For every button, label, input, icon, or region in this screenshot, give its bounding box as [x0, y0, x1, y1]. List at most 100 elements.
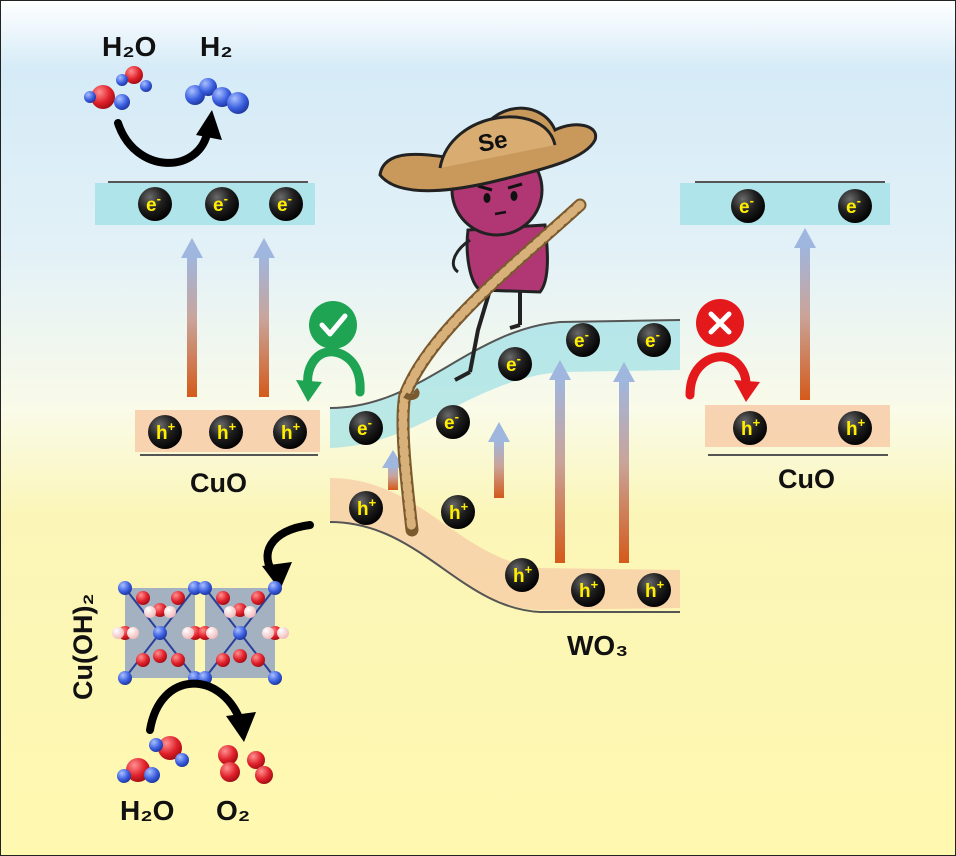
hydrogen-atom: [262, 627, 274, 639]
cuoh2-label: Cu(OH)₂: [68, 594, 98, 700]
hat-crown: [438, 115, 557, 169]
excitation-arrow: [187, 255, 197, 397]
wo3-cb-edge: [329, 319, 681, 409]
excitation-arrow: [619, 380, 629, 563]
hole: h+: [349, 491, 383, 525]
electron: e-: [349, 411, 383, 445]
excitation-arrow: [259, 255, 269, 397]
excitation-arrow: [494, 440, 504, 498]
character-eye: [510, 191, 518, 201]
electrons: e-e-e-e-e-e-e-e-e-e-: [138, 187, 872, 445]
hydrogen-atom: [164, 606, 176, 618]
copper-atom: [268, 581, 282, 595]
rope: [396, 198, 587, 537]
electron: e-: [498, 347, 532, 381]
oxygen-atom: [153, 603, 167, 617]
electron: e-: [269, 187, 303, 221]
oxygen-molecule-bottom: [218, 745, 273, 784]
hole-transfer-arrowhead: [262, 562, 292, 590]
oxygen-evolution-reaction: H₂O O₂: [117, 679, 273, 826]
electron: e-: [731, 189, 765, 223]
cuoh2-crystal-structure: [112, 581, 289, 685]
copper-atom: [118, 581, 132, 595]
hydrogen-atom: [112, 627, 124, 639]
h2o-bottom-label: H₂O: [120, 795, 174, 826]
allowed-transfer-arrow: [303, 347, 365, 397]
h2-top-label: H₂: [200, 31, 233, 62]
excitation-arrowhead: [549, 360, 571, 380]
hydrogen-evolution-reaction: H₂O H₂: [84, 31, 249, 167]
o2-bottom-label: O₂: [216, 795, 250, 826]
electron: e-: [637, 323, 671, 357]
oxygen-atom: [216, 591, 230, 605]
hydrogen-atom: [224, 606, 236, 618]
hole: h+: [209, 415, 243, 449]
h2o-top-label: H₂O: [102, 31, 156, 62]
wo3-label: WO₃: [567, 630, 628, 661]
oxygen-atom: [171, 653, 185, 667]
cross-icon: [708, 311, 732, 335]
character-leg: [468, 289, 492, 373]
excitation-arrow: [388, 465, 398, 490]
oxygen-atom: [171, 591, 185, 605]
excitation-arrow: [555, 378, 565, 563]
blocked-transfer: [685, 299, 760, 402]
wo3-vb-edge: [329, 521, 680, 613]
electron: e-: [838, 189, 872, 223]
water-molecule-top: [84, 66, 152, 110]
excitation-arrowhead: [488, 422, 510, 442]
oxygen-atom: [233, 603, 247, 617]
electron: e-: [436, 405, 470, 439]
hydrogen-atom: [206, 627, 218, 639]
reaction-arrowhead-bottom: [226, 712, 256, 742]
copper-atom: [198, 581, 212, 595]
hole: h+: [733, 411, 767, 445]
blocked-transfer-arrow: [685, 352, 751, 400]
check-badge: [309, 301, 357, 349]
water-molecule-bottom: [117, 736, 189, 783]
hydrogen-atom: [144, 606, 156, 618]
character-eye: [483, 193, 491, 203]
copper-atom: [233, 626, 247, 640]
check-icon: [319, 313, 348, 337]
oxygen-atom: [136, 591, 150, 605]
excitation-arrow: [800, 245, 810, 400]
oxygen-atom: [233, 649, 247, 663]
reaction-arrow-bottom: [146, 679, 244, 734]
cuo-left-label: CuO: [190, 468, 247, 498]
allowed-transfer: [296, 301, 365, 402]
hole: h+: [148, 415, 182, 449]
hole: h+: [838, 411, 872, 445]
hole: h+: [571, 573, 605, 607]
allowed-transfer-arrowhead: [296, 380, 322, 402]
hole: h+: [441, 495, 475, 529]
hydrogen-molecule-top: [185, 78, 249, 114]
electron: e-: [566, 323, 600, 357]
holes: h+ h+ h+ h+ h+ h+ h+ h+ h+ h+: [148, 411, 872, 607]
hydrogen-atom: [182, 627, 194, 639]
excitation-arrowhead: [382, 450, 404, 468]
oxygen-atom: [251, 653, 265, 667]
hydrogen-atom: [277, 627, 289, 639]
copper-atom: [188, 581, 202, 595]
excitation-arrowhead: [613, 362, 635, 382]
excitation-arrowhead: [181, 238, 203, 258]
blocked-transfer-arrowhead: [734, 380, 760, 402]
hole: h+: [273, 415, 307, 449]
hole: h+: [505, 558, 539, 592]
excitation-arrowhead: [253, 238, 275, 258]
hydrogen-atom: [127, 627, 139, 639]
cuo-right-label: CuO: [778, 464, 835, 494]
copper-atom: [153, 626, 167, 640]
reaction-arrowhead-top: [196, 110, 222, 140]
oxygen-atom: [136, 653, 150, 667]
excitation-arrowhead: [794, 228, 816, 248]
copper-atom: [118, 671, 132, 685]
electron: e-: [138, 187, 172, 221]
hole: h+: [637, 573, 671, 607]
character-arm: [451, 238, 471, 274]
oxygen-atom: [251, 591, 265, 605]
oxygen-atom: [153, 649, 167, 663]
